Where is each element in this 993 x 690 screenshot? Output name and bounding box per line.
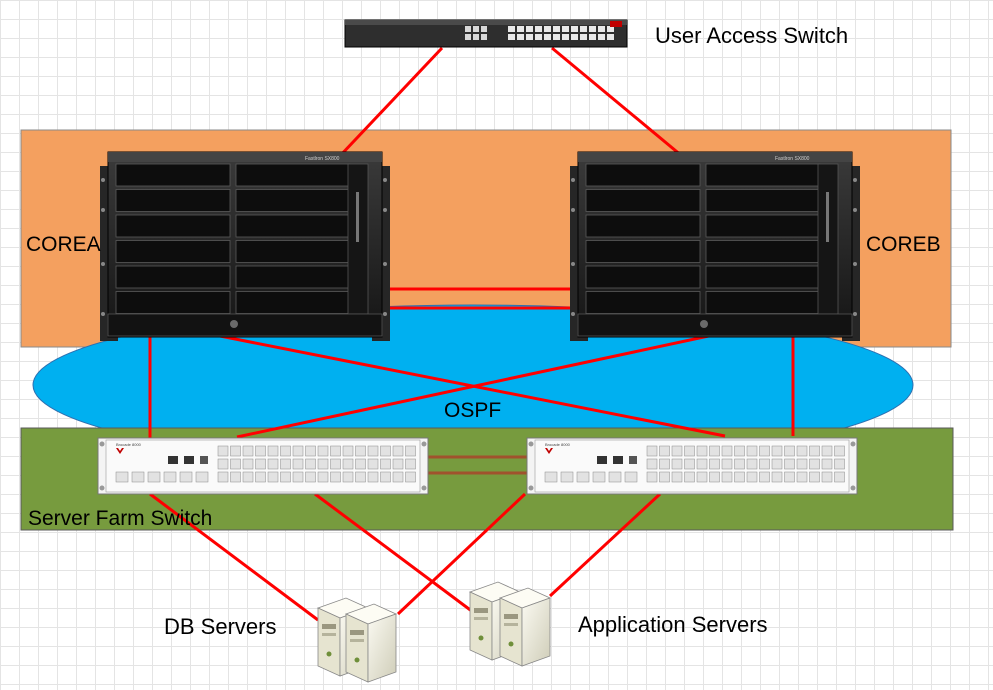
link-sfa-app bbox=[314, 492, 474, 614]
label-server-farm-switch: Server Farm Switch bbox=[28, 507, 212, 530]
label-db-servers: DB Servers bbox=[164, 614, 276, 639]
link-access-coreb bbox=[551, 46, 683, 158]
label-coreb: COREB bbox=[866, 233, 941, 256]
label-user-access-switch: User Access Switch bbox=[655, 23, 848, 48]
link-sfb-app bbox=[548, 492, 662, 598]
label-ospf: OSPF bbox=[444, 399, 501, 422]
core-switch-a: Fastlron SX800 bbox=[100, 151, 390, 341]
svg-text:Brocade 8000: Brocade 8000 bbox=[116, 442, 142, 447]
link-coreb-sfa bbox=[236, 332, 719, 439]
label-application-servers: Application Servers bbox=[578, 612, 768, 637]
svg-text:Fastlron SX800: Fastlron SX800 bbox=[305, 156, 340, 162]
user-access-switch bbox=[344, 19, 628, 48]
db-servers-icon bbox=[316, 597, 398, 683]
svg-text:Brocade 8000: Brocade 8000 bbox=[545, 442, 571, 447]
link-access-corea bbox=[336, 46, 444, 160]
core-switch-b: Fastlron SX800 bbox=[570, 151, 860, 341]
label-corea: COREA bbox=[26, 233, 101, 256]
server-farm-switch-a: Brocade 8000 bbox=[97, 437, 429, 495]
link-sfa-db bbox=[149, 492, 319, 622]
server-farm-switch-b: Brocade 8000 bbox=[526, 437, 858, 495]
links bbox=[148, 46, 795, 622]
application-servers-icon bbox=[468, 581, 552, 667]
svg-text:Fastlron SX800: Fastlron SX800 bbox=[775, 156, 810, 162]
link-sfa-sfb-pair bbox=[428, 455, 528, 475]
link-sfb-db bbox=[396, 492, 527, 616]
